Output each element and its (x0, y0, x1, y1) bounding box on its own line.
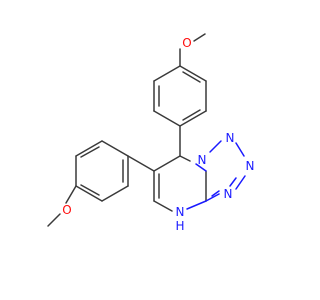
tetrazole-ring (205, 140, 246, 202)
hydrogen-on-n-label: H (175, 219, 184, 233)
molecule-structure: O O N N N N N H (47, 33, 255, 233)
bond-c5-phenyl (127, 155, 155, 172)
nitrogen-n4-label: N (224, 187, 233, 201)
top-phenyl-ring (153, 65, 207, 127)
nitrogen-n3-label: N (246, 159, 255, 173)
oxygen-bottom-label: O (62, 203, 71, 217)
nitrogen-nh-label: N (176, 205, 185, 219)
pyrimidine-ring (153, 155, 207, 212)
bottom-phenyl-ring (75, 140, 129, 202)
oxygen-top-label: O (182, 36, 191, 50)
bond-methyl-top (193, 33, 206, 42)
nitrogen-n1-label: N (198, 153, 207, 167)
bond-ring-o-bottom (65, 185, 77, 204)
bond-methyl-bottom (47, 213, 61, 227)
nitrogen-n2-label: N (226, 131, 235, 145)
